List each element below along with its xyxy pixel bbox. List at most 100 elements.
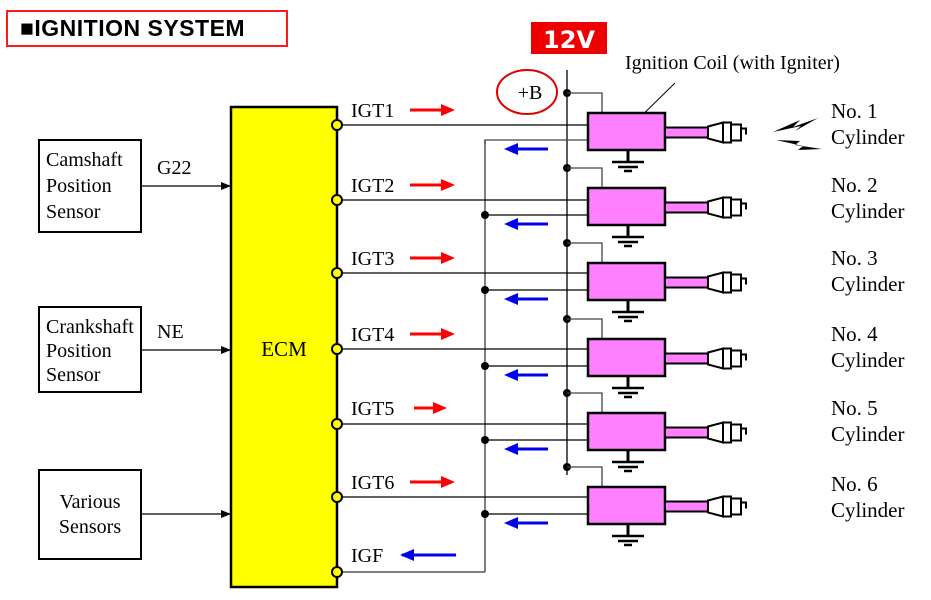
output-label: IGT5: [351, 398, 394, 420]
spark-plug-electrode: [741, 501, 747, 509]
ecm-label: ECM: [261, 337, 307, 361]
ecm-block: [229, 105, 339, 589]
igf-feedback-arrowhead: [504, 218, 518, 230]
spark-plug-electrode: [741, 127, 747, 135]
sensor-label-line: Various: [59, 491, 120, 513]
coil-neck: [664, 276, 709, 289]
cylinder-number: No. 3: [831, 246, 878, 270]
spark-plug-electrode: [741, 427, 747, 435]
sensor-signal-label: G22: [157, 157, 191, 179]
igf-return-wire: [484, 139, 588, 144]
sensor-label-line: Sensors: [59, 516, 121, 538]
ignition-coil: [586, 111, 667, 152]
voltage-label: 12V: [543, 26, 595, 54]
coil-neck: [664, 500, 709, 513]
output-label: IGT3: [351, 248, 394, 270]
coil-neck: [664, 426, 709, 439]
igf-feedback-arrowhead: [400, 549, 414, 561]
igf-feedback-arrowhead: [504, 443, 518, 455]
cylinder-label: Cylinder: [831, 272, 905, 296]
igf-junction: [481, 211, 489, 219]
spark-plug-boot: [707, 271, 724, 294]
ecm-pin: [331, 119, 343, 131]
coil-neck: [664, 352, 709, 365]
ecm-pin: [331, 343, 343, 355]
plus-b-feed-wire: [567, 167, 603, 188]
igf-feedback-arrowhead: [504, 369, 518, 381]
sensor-label-line: Sensor: [46, 364, 101, 386]
output-label: IGT4: [351, 324, 394, 346]
ecm-pin: [331, 267, 343, 279]
spark-plug-hex: [722, 271, 732, 294]
ignition-coil: [586, 485, 667, 526]
spark-plug-electrode: [741, 277, 747, 285]
cylinder-number: No. 5: [831, 396, 878, 420]
spark-plug-body: [730, 198, 742, 217]
sensor-box: [38, 469, 142, 560]
spark-plug-body: [730, 273, 742, 292]
ignition-signal-arrowhead: [433, 402, 447, 414]
plus-b-circle: [496, 69, 558, 115]
cylinder-label: Cylinder: [831, 125, 905, 149]
igf-junction: [481, 436, 489, 444]
ignition-signal-arrowhead: [441, 104, 455, 116]
spark-plug-boot: [707, 421, 724, 444]
cylinder-number: No. 4: [831, 322, 878, 346]
output-label: IGF: [351, 545, 383, 567]
plus-b-feed-wire: [567, 318, 603, 339]
spark-plug-hex: [722, 347, 732, 370]
cylinder-label: Cylinder: [831, 498, 905, 522]
cylinder-number: No. 1: [831, 99, 878, 123]
ignition-coil: [586, 337, 667, 378]
spark-plug-boot: [707, 196, 724, 219]
cylinder-label: Cylinder: [831, 348, 905, 372]
sensor-label-line: Position: [46, 175, 112, 197]
ignition-signal-arrowhead: [441, 328, 455, 340]
output-label: IGT1: [351, 100, 394, 122]
sensor-signal-label: NE: [157, 321, 184, 343]
output-label: IGT2: [351, 175, 394, 197]
ecm-pin: [331, 491, 343, 503]
spark-icon: [773, 118, 818, 132]
spark-plug-body: [730, 497, 742, 516]
spark-plug-body: [730, 123, 742, 142]
cylinder-label: Cylinder: [831, 422, 905, 446]
spark-plug-hex: [722, 196, 732, 219]
igf-feedback-arrowhead: [504, 143, 518, 155]
ignition-coil: [586, 411, 667, 452]
sensor-box: [38, 139, 142, 233]
cylinder-number: No. 6: [831, 472, 878, 496]
ecm-pin: [331, 418, 343, 430]
sensor-label-line: Crankshaft: [46, 316, 134, 338]
spark-plug-boot: [707, 495, 724, 518]
output-label: IGT6: [351, 472, 394, 494]
ignition-coil: [586, 186, 667, 227]
igf-junction: [481, 510, 489, 518]
spark-plug-body: [730, 349, 742, 368]
igf-junction: [481, 286, 489, 294]
ecm-pin: [331, 194, 343, 206]
coil-neck: [664, 126, 709, 139]
ignition-coil: [586, 261, 667, 302]
plus-b-label: +B: [518, 82, 543, 104]
plus-b-feed-wire: [567, 92, 603, 113]
sensor-label-line: Camshaft: [46, 149, 123, 171]
spark-icon: [776, 140, 822, 150]
spark-plug-boot: [707, 121, 724, 144]
sensor-box: [38, 306, 142, 393]
ecm-pin: [331, 566, 343, 578]
plus-b-feed-wire: [567, 466, 603, 487]
sensor-label-line: Position: [46, 340, 112, 362]
spark-plug-hex: [722, 121, 732, 144]
title-box: [6, 10, 288, 47]
spark-plug-boot: [707, 347, 724, 370]
ignition-signal-arrowhead: [441, 179, 455, 191]
igf-feedback-arrowhead: [504, 293, 518, 305]
cylinder-number: No. 2: [831, 173, 878, 197]
sensor-label-line: Sensor: [46, 201, 101, 223]
plus-b-feed-wire: [567, 242, 603, 263]
plus-b-feed-wire: [567, 392, 603, 413]
cylinder-label: Cylinder: [831, 199, 905, 223]
diagram-title: ■IGNITION SYSTEM: [20, 15, 246, 41]
